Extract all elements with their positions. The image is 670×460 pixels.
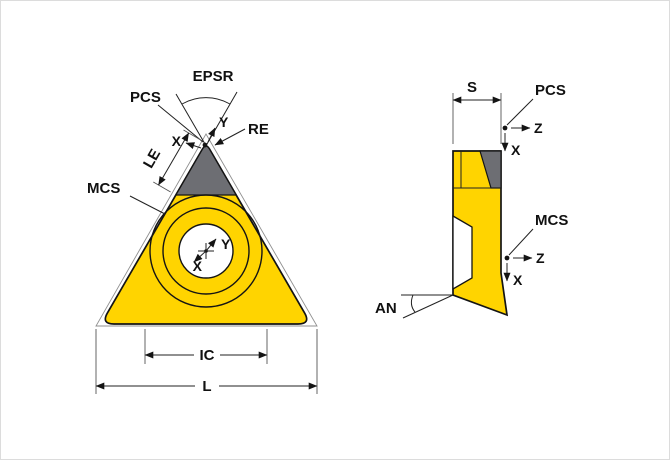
le-extension-bottom xyxy=(153,181,171,193)
le-dimension-line xyxy=(158,132,190,186)
an-label: AN xyxy=(375,300,397,317)
side-pcs-z-label: Z xyxy=(534,120,543,136)
side-pcs-x-label: X xyxy=(511,142,521,158)
front-view: Y X EPSR PCS X Y RE LE MCS IC xyxy=(87,68,318,395)
hole-outer-circle xyxy=(149,194,263,308)
center-x-axis-arrow xyxy=(193,250,207,263)
l-label: L xyxy=(202,378,211,395)
side-mcs-label: MCS xyxy=(535,212,568,229)
an-angle-line-flank xyxy=(402,294,454,319)
mcs-label: MCS xyxy=(87,180,120,197)
tip-y-axis-arrow xyxy=(207,127,216,143)
side-pcs-leader xyxy=(506,98,534,126)
mcs-leader-line xyxy=(129,195,166,215)
pcs-leader-line xyxy=(157,104,204,143)
side-pcs-origin-dot xyxy=(502,125,508,131)
re-arrow xyxy=(214,128,246,146)
side-hole-notch xyxy=(452,214,473,291)
re-label: RE xyxy=(248,121,269,138)
tip-x-label: X xyxy=(172,133,182,149)
theoretical-triangle-outline xyxy=(95,133,318,327)
hole-middle-circle xyxy=(162,207,250,295)
pcs-label: PCS xyxy=(130,89,161,106)
le-label: LE xyxy=(140,146,164,171)
side-mcs-origin-dot xyxy=(504,255,510,261)
tip-x-axis-arrow xyxy=(185,142,202,149)
epsr-angle-arc xyxy=(181,97,231,105)
epsr-label: EPSR xyxy=(193,68,234,85)
s-label: S xyxy=(467,79,477,96)
side-mcs-leader xyxy=(508,228,534,256)
tip-y-label: Y xyxy=(219,114,229,130)
side-mcs-z-label: Z xyxy=(536,250,545,266)
center-x-label: X xyxy=(193,258,203,274)
an-angle-arc xyxy=(410,294,416,313)
ic-label: IC xyxy=(200,347,215,364)
center-y-axis-arrow xyxy=(205,238,217,252)
epsr-angle-line-left xyxy=(175,93,206,145)
side-mcs-x-label: X xyxy=(513,272,523,288)
side-pcs-label: PCS xyxy=(535,82,566,99)
center-y-label: Y xyxy=(221,236,231,252)
le-extension-top xyxy=(183,129,202,141)
side-view: S PCS Z X MCS Z X AN xyxy=(375,79,568,319)
pcs-origin-dot xyxy=(202,142,208,148)
